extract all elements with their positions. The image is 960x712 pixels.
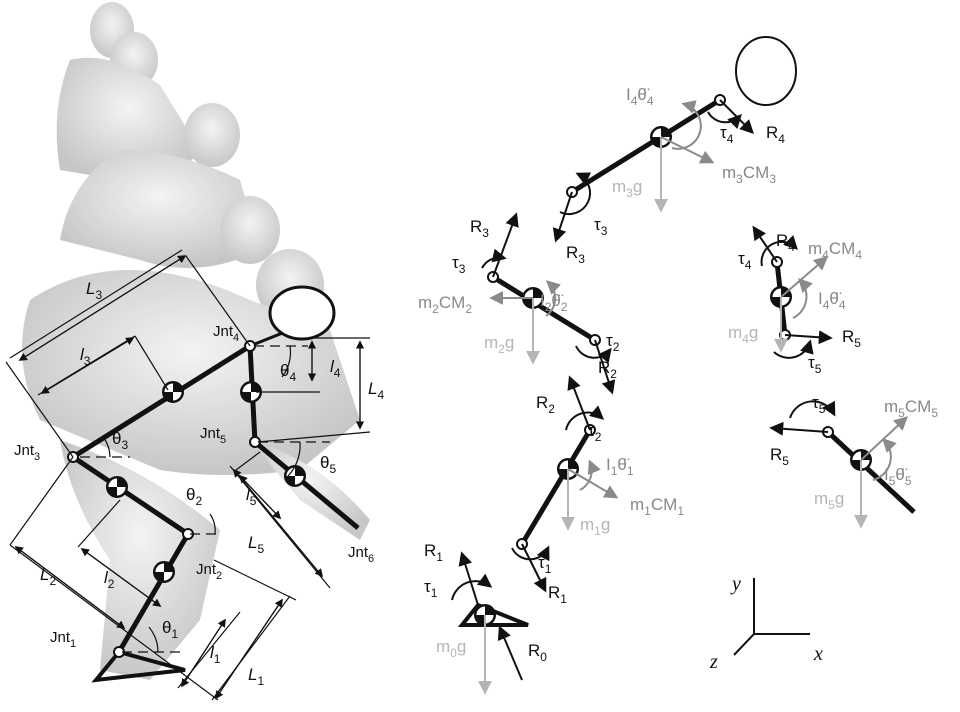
theta2-label: θ2 [186,485,202,508]
athlete-silhouettes [22,2,370,680]
L3-label: L3 [86,279,102,302]
theta4-label: θ4 [280,361,296,384]
tau4-arm-label: τ4 [738,249,752,272]
R1-upper-label: R1 [424,541,443,564]
R4-arm-label: R4 [776,231,795,254]
reaction-arrows [451,99,836,681]
jnt4-label: Jnt4 [213,323,239,344]
m1g-label: m1g [580,515,610,538]
jnt3-label: Jnt3 [14,442,40,463]
l1-label: l1 [210,643,221,666]
axis-z-label: z [709,651,718,673]
coordinate-axes: y x z [709,573,823,673]
tau5-arm-label: τ5 [808,353,822,376]
axis-x-label: x [813,643,823,665]
tau2-lower-label: τ2 [606,331,620,354]
m5g-label: m5g [814,489,844,512]
R2-upper-label: R2 [536,393,555,416]
l3-label: l3 [80,345,91,368]
R2-lower-label: R2 [598,358,617,381]
m0g-label: m0g [436,637,466,660]
tau4-top-label: τ4 [720,123,734,146]
L1-label: L1 [248,665,264,688]
theta5-label: θ5 [320,453,336,476]
theta1-label: θ1 [162,618,178,641]
m4CM4-label: m4CM4 [808,239,862,262]
R4-top-label: R4 [766,123,785,146]
m3CM3-label: m3CM3 [722,163,776,186]
R0-label: R0 [528,641,547,664]
m4g-label: m4g [728,323,758,346]
axis-y-label: y [730,573,741,595]
jnt2-label: Jnt2 [196,561,222,582]
tau5-forearm-label: τ5 [812,393,826,416]
gravity-arrows [478,137,868,695]
R1-lower-label: R1 [548,583,567,606]
inertial-arrows [489,100,909,499]
jnt5-label: Jnt5 [200,425,226,446]
R3-lower-label: R3 [566,243,585,266]
tau3-lower-label: τ3 [594,215,608,238]
I2-label: I2θ̈2 [540,291,568,314]
m2CM2-label: m2CM2 [418,293,472,316]
m5CM5-label: m5CM5 [884,397,938,420]
L2-label: L2 [40,565,56,588]
tau2-upper-label: τ2 [588,421,602,444]
tau3-upper-label: τ3 [452,253,466,276]
l2-label: l2 [104,568,115,591]
R5-forearm-label: R5 [770,445,789,468]
I5-label: I5θ̈5 [884,465,912,488]
cm-marker-1 [153,561,175,583]
tau1-lower-label: τ1 [538,553,552,576]
I4-arm-label: I4θ̈4 [818,289,846,312]
L5-label: L5 [248,533,264,556]
m2g-label: m2g [484,333,514,356]
L4-label: L4 [368,379,384,402]
theta3-label: θ3 [112,429,128,452]
jnt1-label: Jnt1 [50,629,76,650]
cm-marker-2 [106,476,128,498]
stick-figure [67,285,360,683]
jnt6-label: Jnt6 [348,544,374,565]
R3-upper-label: R3 [470,217,489,240]
dimension-lines [5,249,371,701]
l4-label: l4 [330,357,341,380]
left-labels: Jnt1 Jnt2 Jnt3 Jnt4 Jnt5 Jnt6 θ1 θ2 θ3 θ… [14,279,384,688]
fbd-head [735,36,797,106]
foot-triangle [91,649,186,683]
tau1-upper-label: τ1 [424,577,438,600]
cm-marker-3 [162,381,184,403]
head-ellipse [268,285,336,341]
l5-label: l5 [246,485,257,508]
I1-label: I1θ̈1 [606,455,634,478]
R5-arm-label: R5 [842,327,861,350]
I4-top-label: I4θ̈4 [626,85,654,108]
m1CM1-label: m1CM1 [630,495,684,518]
fbd-labels: R4 R3 R3 R2 R2 R1 R1 R0 R4 R5 R5 τ4 τ3 τ… [418,85,938,664]
m3g-label: m3g [612,177,642,200]
